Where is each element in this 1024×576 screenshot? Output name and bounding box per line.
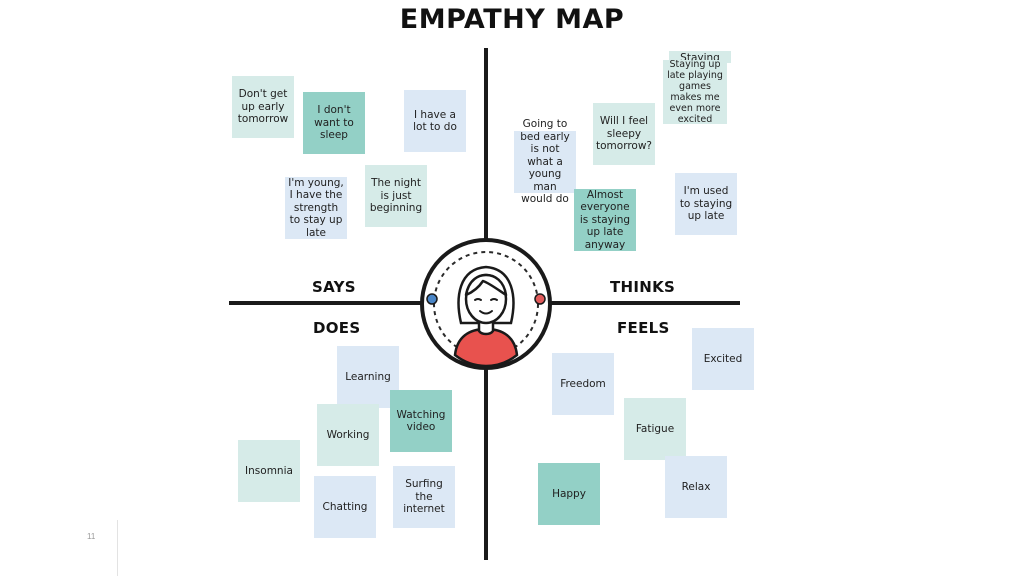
user-avatar-icon — [420, 238, 552, 370]
sticky-note-says: I have a lot to do — [404, 90, 466, 152]
sticky-note-says: I don't want to sleep — [303, 92, 365, 154]
quadrant-label-feels: FEELS — [617, 319, 670, 337]
sticky-note-feels: Fatigue — [624, 398, 686, 460]
sticky-note-thinks: Staying up late playing games makes me e… — [663, 59, 727, 125]
page-title: EMPATHY MAP — [399, 4, 625, 35]
sticky-note-thinks: Will I feel sleepy tomorrow? — [593, 103, 655, 165]
horizontal-axis-right — [549, 301, 740, 305]
sticky-note-feels: Relax — [665, 456, 727, 518]
quadrant-label-does: DOES — [313, 319, 361, 337]
vertical-axis-bottom — [484, 368, 488, 560]
page-divider — [117, 520, 118, 576]
sticky-note-does: Surfing the internet — [393, 466, 455, 528]
sticky-note-thinks: Going to bed early is not what a young m… — [514, 118, 576, 205]
sticky-note-says: I'm young, I have the strength to stay u… — [285, 177, 347, 239]
quadrant-label-thinks: THINKS — [610, 278, 676, 296]
sticky-note-does: Working — [317, 404, 379, 466]
avatar — [419, 237, 553, 376]
sticky-note-feels: Happy — [538, 463, 600, 525]
vertical-axis-top — [484, 48, 488, 240]
sticky-note-does: Watching video — [390, 390, 452, 452]
horizontal-axis-left — [229, 301, 423, 305]
sticky-note-does: Chatting — [314, 476, 376, 538]
sticky-note-thinks: I'm used to staying up late — [675, 173, 737, 235]
sticky-note-says: The night is just beginning — [365, 165, 427, 227]
page-number: 11 — [87, 532, 96, 541]
sticky-note-feels: Excited — [692, 328, 754, 390]
sticky-note-says: Don't get up early tomorrow — [232, 76, 294, 138]
sticky-note-thinks: Almost everyone is staying up late anywa… — [574, 189, 636, 251]
sticky-note-does: Insomnia — [238, 440, 300, 502]
sticky-note-does: Learning — [337, 346, 399, 408]
quadrant-label-says: SAYS — [312, 278, 356, 296]
sticky-note-feels: Freedom — [552, 353, 614, 415]
